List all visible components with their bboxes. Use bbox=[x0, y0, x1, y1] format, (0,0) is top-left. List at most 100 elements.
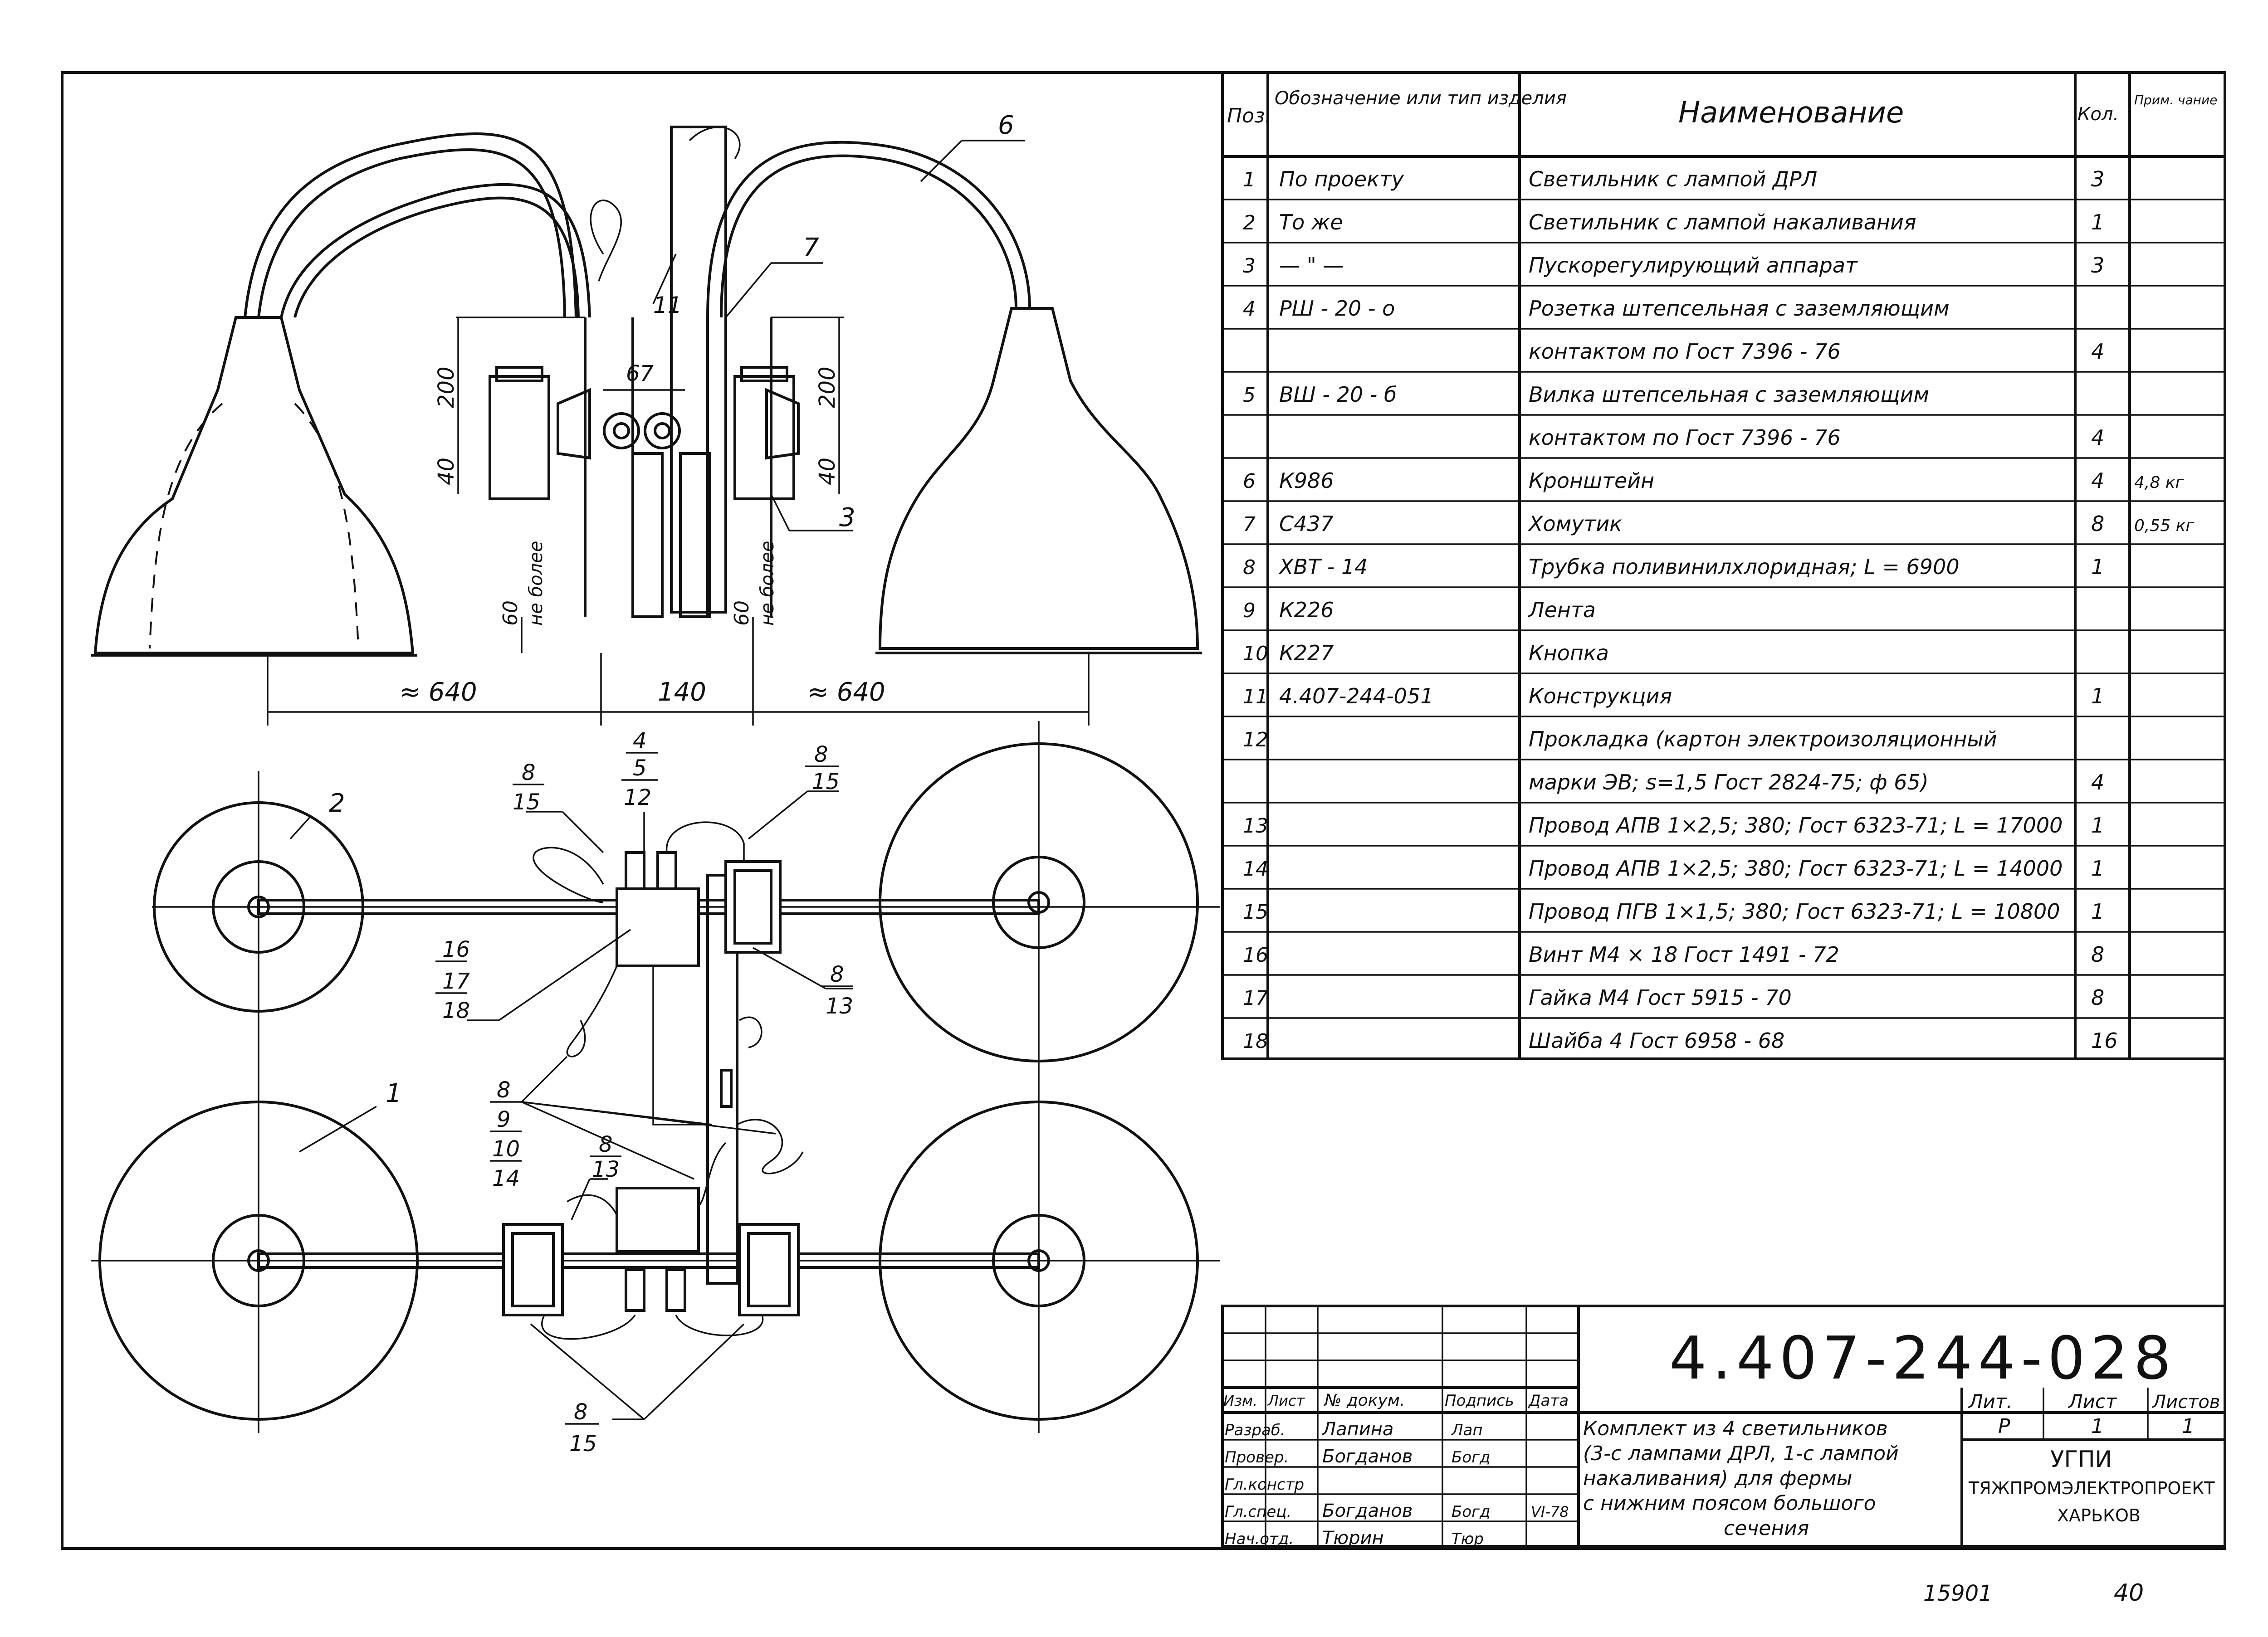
table-cell-name: Гайка М4 Гост 5915 - 70 bbox=[1529, 985, 1792, 1010]
table-cell-pos: 6 bbox=[1243, 470, 1256, 493]
table-cell-pos: 3 bbox=[1243, 254, 1256, 278]
callout-3: 3 bbox=[839, 503, 855, 532]
table-cell-name: Розетка штепсельная с заземляющим bbox=[1529, 296, 1950, 321]
table-cell-qty: 16 bbox=[2091, 1028, 2118, 1053]
table-cell-code: 4.407-244-051 bbox=[1279, 684, 1434, 708]
table-cell-name: Конструкция bbox=[1529, 684, 1672, 708]
table-cell-qty: 1 bbox=[2091, 856, 2104, 881]
lamp-shade-left bbox=[93, 316, 415, 654]
table-cell-name: Светильник с лампой ДРЛ bbox=[1529, 167, 1817, 191]
table-cell-name: Провод АПВ 1×2,5; 380; Гост 6323-71; L =… bbox=[1529, 856, 2063, 881]
table-cell-name: Лента bbox=[1528, 598, 1596, 622]
table-cell-name: контактом по Гост 7396 - 76 bbox=[1529, 339, 1841, 364]
dim-not-more-left: не более bbox=[526, 541, 547, 626]
svg-text:Лит.: Лит. bbox=[1968, 1390, 2013, 1413]
table-cell-code: К986 bbox=[1279, 468, 1334, 493]
staff-role: Гл.спец. bbox=[1225, 1503, 1291, 1521]
header-qty: Кол. bbox=[2077, 104, 2119, 125]
callout-1: 1 bbox=[386, 1079, 402, 1108]
bracket-left-outer bbox=[244, 132, 577, 318]
svg-text:8: 8 bbox=[497, 1077, 511, 1103]
svg-text:8: 8 bbox=[830, 962, 844, 987]
svg-text:16: 16 bbox=[442, 937, 470, 962]
dim-not-more-right: не более bbox=[757, 541, 778, 626]
svg-text:15: 15 bbox=[569, 1431, 597, 1457]
table-cell-code: К226 bbox=[1279, 598, 1334, 622]
svg-text:15: 15 bbox=[812, 769, 840, 794]
table-cell-code: ХВТ - 14 bbox=[1278, 555, 1368, 579]
table-cell-pos: 2 bbox=[1243, 211, 1256, 234]
ballast-right bbox=[733, 375, 795, 500]
lamp-shade-right bbox=[878, 307, 1199, 650]
staff-name: Тюрин bbox=[1322, 1528, 1384, 1549]
svg-text:Лист: Лист bbox=[2068, 1390, 2117, 1413]
ballast-left bbox=[489, 375, 550, 500]
table-cell-name: Пускорегулирующий аппарат bbox=[1529, 253, 1858, 278]
table-cell-name: Вилка штепсельная с заземляющим bbox=[1529, 382, 1929, 407]
junction-box-top bbox=[616, 887, 700, 967]
svg-text:14: 14 bbox=[492, 1166, 520, 1191]
table-cell-name: Хомутик bbox=[1528, 512, 1622, 536]
title-block: 4.407-244-028 Изм. Лист № докум. Подпись… bbox=[1221, 1305, 2226, 1549]
svg-text:с нижним поясом большого: с нижним поясом большого bbox=[1583, 1492, 1876, 1515]
callout-group-low-mid: 8 13 bbox=[590, 1132, 621, 1182]
callout-2: 2 bbox=[329, 789, 345, 818]
svg-text:сечения: сечения bbox=[1724, 1517, 1809, 1540]
table-cell-pos: 7 bbox=[1243, 513, 1256, 536]
table-cell-qty: 3 bbox=[2091, 253, 2104, 278]
table-cell-qty: 4 bbox=[2091, 339, 2104, 364]
svg-text:ХАРЬКОВ: ХАРЬКОВ bbox=[2057, 1505, 2141, 1525]
inventory-number: 15901 bbox=[1923, 1581, 1993, 1606]
svg-text:Р: Р bbox=[1998, 1415, 2010, 1438]
table-cell-name: марки ЭВ; s=1,5 Гост 2824-75; ф 65) bbox=[1529, 770, 1929, 794]
header-note: Прим. чание bbox=[2134, 93, 2217, 107]
table-cell-pos: 15 bbox=[1243, 901, 1268, 924]
table-cell-code: К227 bbox=[1279, 641, 1334, 665]
svg-text:накаливания) для фермы: накаливания) для фермы bbox=[1583, 1467, 1852, 1490]
table-cell-pos: 5 bbox=[1243, 384, 1256, 407]
callout-group-bottom: 8 15 bbox=[565, 1399, 599, 1457]
table-cell-name: Шайба 4 Гост 6958 - 68 bbox=[1529, 1028, 1784, 1053]
table-cell-qty: 8 bbox=[2091, 942, 2104, 967]
org-name: УГПИ bbox=[2050, 1446, 2112, 1472]
svg-text:13: 13 bbox=[826, 994, 853, 1019]
table-cell-qty: 4 bbox=[2091, 468, 2104, 493]
callout-group-left-mid: 16 17 18 bbox=[435, 937, 470, 1023]
staff-name: Богданов bbox=[1322, 1501, 1413, 1521]
bracket-right bbox=[706, 141, 1031, 318]
svg-text:12: 12 bbox=[624, 785, 651, 810]
svg-text:Дата: Дата bbox=[1528, 1392, 1569, 1410]
svg-text:1: 1 bbox=[2091, 1415, 2104, 1438]
table-cell-pos: 8 bbox=[1243, 556, 1256, 579]
table-cell-pos: 16 bbox=[1243, 944, 1268, 967]
doc-number: 4.407-244-028 bbox=[1669, 1324, 2176, 1393]
table-cell-pos: 1 bbox=[1243, 168, 1256, 191]
table-cell-pos: 9 bbox=[1243, 599, 1256, 622]
svg-text:8: 8 bbox=[599, 1132, 613, 1157]
callout-group-top-mid: 4 5 12 bbox=[621, 728, 658, 810]
table-cell-code: РШ - 20 - о bbox=[1279, 296, 1395, 321]
table-cell-name: Провод ПГВ 1×1,5; 380; Гост 6323-71; L =… bbox=[1529, 899, 2060, 924]
table-cell-qty: 8 bbox=[2091, 985, 2104, 1010]
plan-view: 2 1 8 15 4 5 12 8 15 16 17 18 8 bbox=[91, 721, 1220, 1457]
dim-67: 67 bbox=[626, 361, 654, 386]
table-cell-qty: 4 bbox=[2091, 770, 2104, 794]
dim-40-left: 40 bbox=[434, 458, 459, 485]
svg-text:1: 1 bbox=[2182, 1415, 2195, 1438]
svg-text:Листов: Листов bbox=[2151, 1392, 2220, 1413]
staff-role: Нач.отд. bbox=[1225, 1530, 1294, 1548]
truss-post bbox=[670, 126, 727, 614]
svg-text:Подпись: Подпись bbox=[1445, 1392, 1514, 1410]
table-cell-pos: 10 bbox=[1243, 642, 1268, 665]
table-cell-pos: 18 bbox=[1243, 1030, 1268, 1053]
svg-text:18: 18 bbox=[442, 998, 470, 1023]
table-cell-code: С437 bbox=[1279, 512, 1334, 536]
dim-640-right: ≈ 640 bbox=[807, 677, 885, 707]
staff-role: Провер. bbox=[1225, 1448, 1289, 1466]
header-name: Наименование bbox=[1678, 96, 1904, 130]
staff-role: Разраб. bbox=[1225, 1421, 1286, 1439]
table-cell-qty: 1 bbox=[2091, 684, 2104, 708]
junction-box-bottom bbox=[616, 1187, 700, 1253]
table-cell-name: Винт М4 × 18 Гост 1491 - 72 bbox=[1529, 942, 1839, 967]
table-cell-qty: 1 bbox=[2091, 555, 2104, 579]
